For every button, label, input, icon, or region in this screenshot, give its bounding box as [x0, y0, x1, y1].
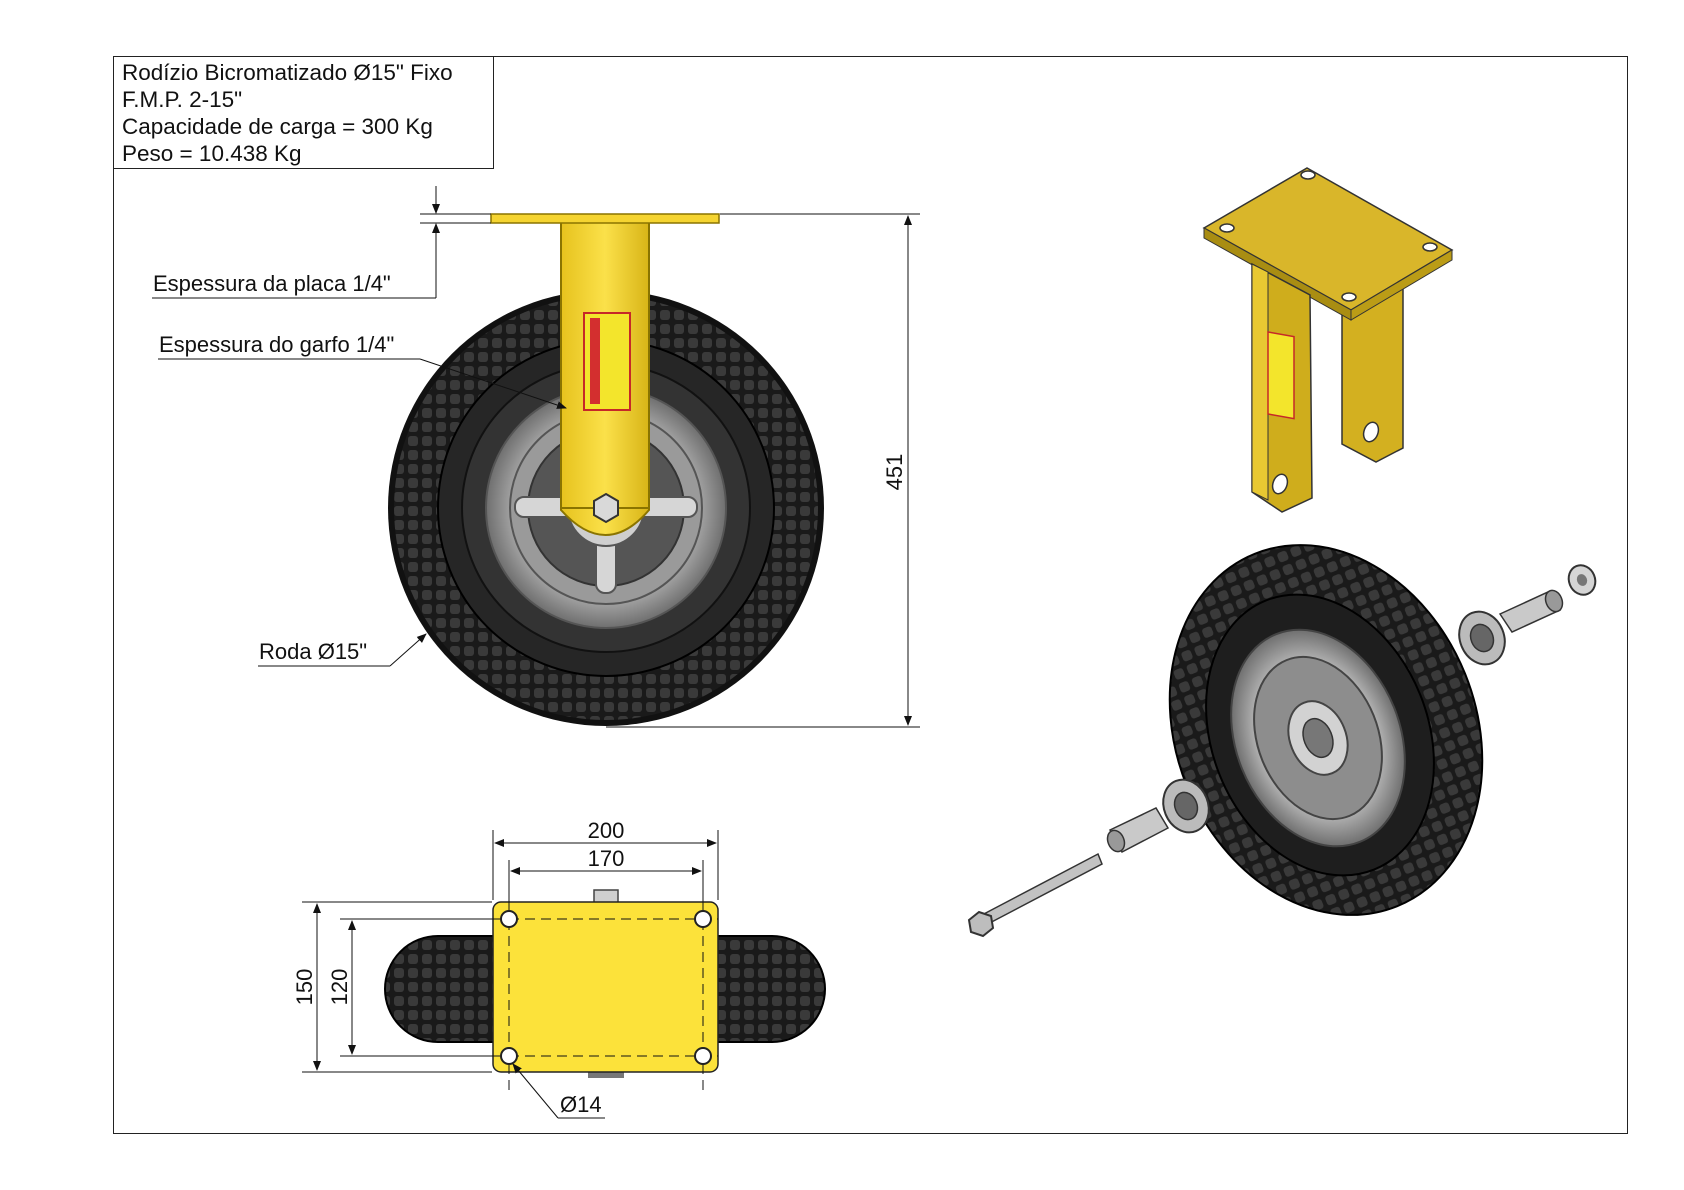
iso-fork-view	[1202, 167, 1454, 513]
product-name: Rodízio Bicromatizado Ø15" Fixo	[122, 60, 453, 85]
width-inner-dimension: 170	[588, 846, 625, 871]
width-outer-dimension: 200	[588, 818, 625, 843]
top-dimensions: 200 170 150 120 Ø14	[292, 818, 719, 1119]
fork-thickness-label: Espessura do garfo 1/4"	[159, 332, 394, 357]
iso-plate	[1202, 167, 1454, 311]
drawing-frame	[113, 56, 1628, 1134]
spacer-right	[1544, 589, 1564, 613]
depth-inner-dimension: 120	[327, 969, 352, 1006]
mounting-plate	[492, 901, 719, 1073]
title-block: Rodízio Bicromatizado Ø15" Fixo F.M.P. 2…	[113, 56, 494, 169]
plate-thickness-label: Espessura da placa 1/4"	[153, 271, 391, 296]
hole-diameter-dimension: Ø14	[560, 1092, 602, 1117]
weight: Peso = 10.438 Kg	[122, 141, 302, 166]
top-plate	[490, 213, 720, 224]
depth-outer-dimension: 150	[292, 969, 317, 1006]
top-view	[384, 888, 826, 1095]
height-dimension: 451	[882, 454, 907, 491]
axle-nut	[593, 492, 619, 524]
spacer-left	[1106, 829, 1126, 853]
load-capacity: Capacidade de carga = 300 Kg	[122, 114, 433, 139]
wheel-label: Roda Ø15"	[259, 639, 367, 664]
front-dimensions: Espessura da placa 1/4" Espessura do gar…	[152, 186, 920, 728]
mounting-holes	[500, 910, 712, 1065]
axle-bolt	[979, 852, 1103, 928]
front-view	[388, 213, 824, 726]
product-code: F.M.P. 2-15"	[122, 87, 243, 112]
exploded-wheel-view	[967, 544, 1597, 938]
